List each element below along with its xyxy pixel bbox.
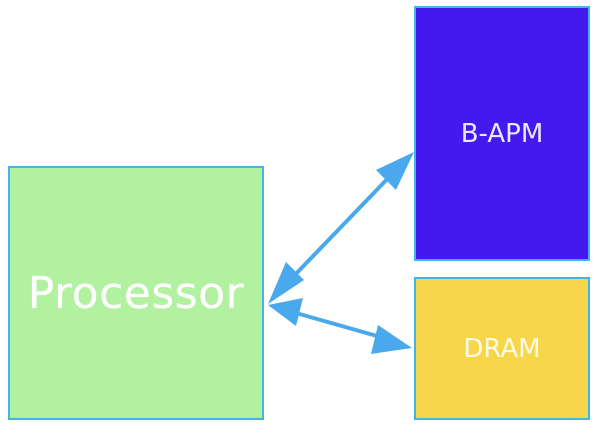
dram-block: DRAM — [414, 277, 590, 420]
processor-block: Processor — [8, 166, 264, 420]
bapm-block: B-APM — [414, 6, 590, 261]
processor-label: Processor — [27, 267, 245, 319]
dram-label: DRAM — [463, 333, 541, 364]
arrow-processor-dram — [268, 298, 412, 354]
arrow-processor-bapm — [268, 152, 414, 304]
bapm-label: B-APM — [460, 118, 544, 149]
